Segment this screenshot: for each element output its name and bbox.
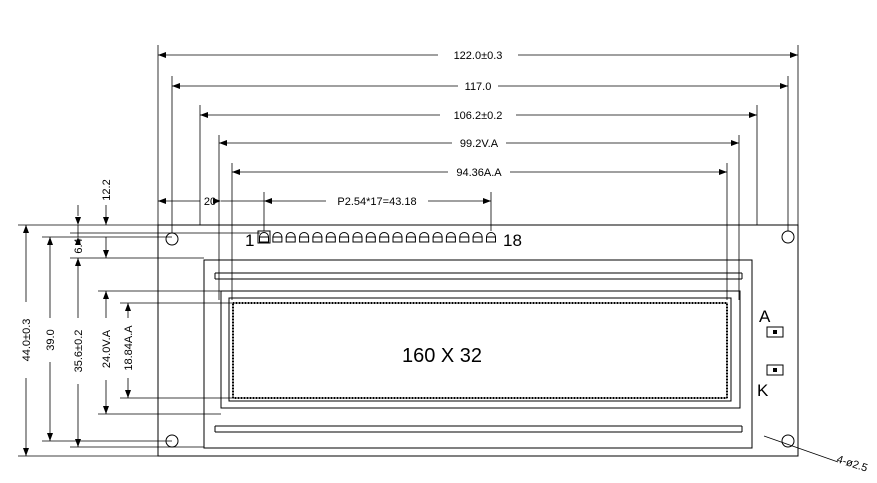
pin-pad xyxy=(352,236,363,243)
pin-pad xyxy=(472,236,483,243)
pin-pad xyxy=(459,236,470,243)
pin-pad xyxy=(379,236,390,243)
mounting-hole-br xyxy=(781,434,795,448)
pin-offset-label: 20 xyxy=(204,196,216,208)
pin-last-label: 18 xyxy=(503,231,522,250)
overall-height-label: 44.0±0.3 xyxy=(21,319,33,362)
pin-pad xyxy=(285,236,296,243)
pin-row xyxy=(257,230,496,244)
hole-pitch-height-label: 39.0 xyxy=(45,329,57,350)
bezel-height-label: 35.6±0.2 xyxy=(73,330,85,373)
pin-pad xyxy=(432,236,443,243)
pin-pad xyxy=(392,236,403,243)
pin-pad xyxy=(299,236,310,243)
pcb-width-label: 106.2±0.2 xyxy=(454,110,503,122)
pin-pad xyxy=(419,236,430,243)
pin-pad xyxy=(312,236,323,243)
anode-pad xyxy=(766,326,784,338)
cathode-pad xyxy=(766,364,784,376)
module-outline xyxy=(157,224,799,457)
pcb-frame xyxy=(203,259,753,449)
pin-first-label: 1 xyxy=(245,231,254,250)
overall-width-label: 122.0±0.3 xyxy=(454,50,503,62)
pin-row-to-hole-label: 6.4 xyxy=(73,238,85,253)
pin-pad xyxy=(405,236,416,243)
mounting-hole-tl xyxy=(165,232,179,246)
display-resolution-label: 160 X 32 xyxy=(402,345,482,367)
pin-pad xyxy=(325,236,336,243)
pin-pad xyxy=(272,236,283,243)
pin-pad xyxy=(259,236,269,243)
pin-pad xyxy=(486,236,496,243)
pin-pad xyxy=(445,236,456,243)
pin-pad xyxy=(365,236,376,243)
pin-pad xyxy=(339,236,350,243)
active-area-width-label: 94.36A.A xyxy=(456,167,502,179)
mounting-hole-label: 4-ø2.5 xyxy=(835,453,869,474)
bezel xyxy=(220,290,741,409)
pin-pitch-label: P2.54*17=43.18 xyxy=(337,196,416,208)
anode-label: A xyxy=(759,307,771,326)
hole-pitch-width-label: 117.0 xyxy=(465,81,492,93)
mounting-hole-tr xyxy=(781,230,795,244)
view-area-width-label: 99.2V.A xyxy=(460,138,499,150)
view-area-height-label: 24.0V.A xyxy=(101,329,113,368)
active-area-height-label: 18.84A.A xyxy=(123,325,135,371)
view-area xyxy=(228,297,732,402)
cathode-label: K xyxy=(757,381,769,400)
pin-row-offset-label: 12.2 xyxy=(101,179,113,200)
